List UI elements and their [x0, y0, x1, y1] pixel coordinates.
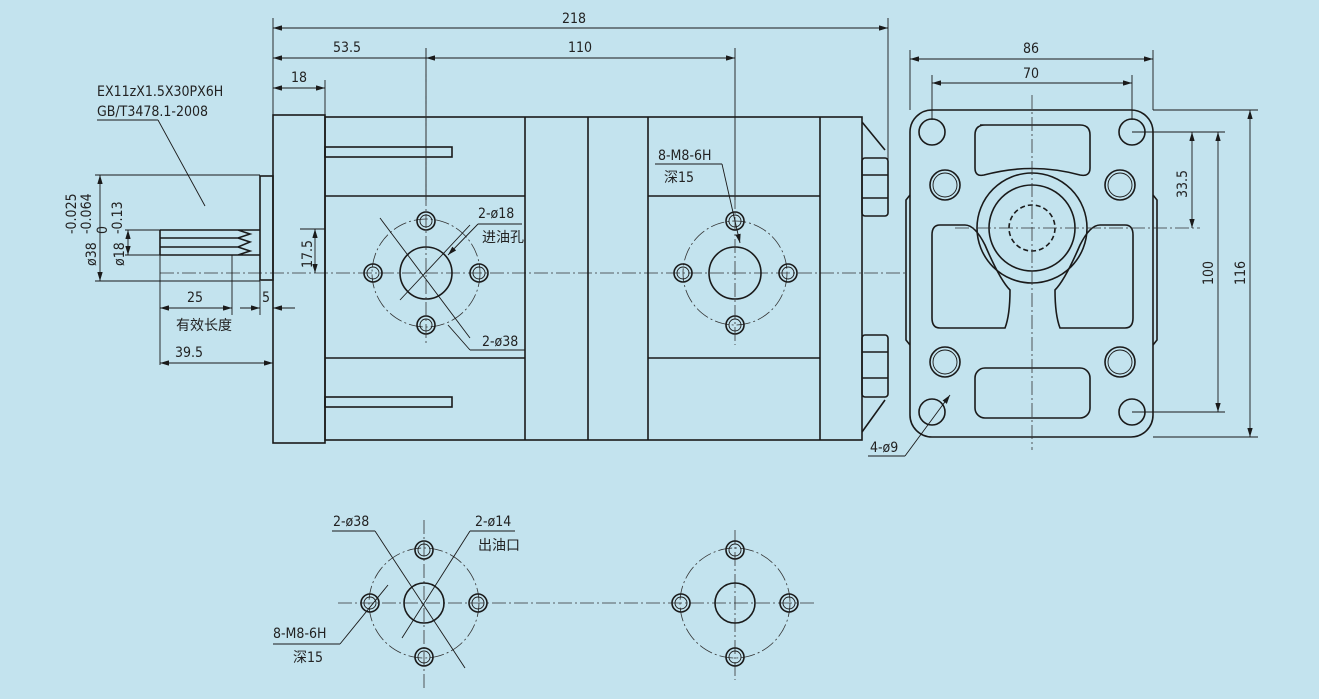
dim-39-5: 39.5	[175, 345, 203, 361]
bottom-thread-depth-label: 深15	[293, 650, 323, 666]
thread-depth-label: 深15	[664, 170, 694, 186]
shaft-annotations: EX11zX1.5X30PX6H GB/T3478.1-2008 ø38 -0.…	[64, 84, 741, 443]
nut-top	[861, 157, 889, 217]
port-2	[673, 195, 798, 345]
spline-spec-1: EX11zX1.5X30PX6H	[97, 84, 223, 100]
shaft-tol-upper: 0	[95, 226, 111, 234]
pilot-tol-upper: -0.025	[64, 193, 80, 234]
outlet-hole-label: 2-ø14	[475, 514, 511, 530]
dim-17-5: 17.5	[300, 240, 316, 268]
shaft-tol-lower: -0.13	[110, 201, 126, 234]
pilot-tol-lower: -0.064	[79, 193, 95, 234]
dim-53-5: 53.5	[333, 40, 361, 56]
dim-218: 218	[562, 11, 586, 27]
outlet-label: 出油口	[478, 538, 520, 554]
dim-100: 100	[1201, 261, 1217, 285]
top-dimensions: 218 53.5 110 18	[272, 11, 889, 200]
dim-86: 86	[1023, 41, 1039, 57]
thread-spec-label: 8-M8-6H	[658, 148, 711, 164]
spline-spec-2: GB/T3478.1-2008	[97, 104, 208, 120]
dim-116: 116	[1233, 261, 1249, 285]
outlet-bolt-circle-label: 2-ø38	[333, 514, 369, 530]
inlet-label: 进油孔	[482, 230, 524, 246]
dim-5: 5	[262, 290, 270, 306]
dim-18: 18	[291, 70, 307, 86]
inlet-bolt-circle-label: 2-ø38	[482, 334, 518, 350]
dim-33-5: 33.5	[1175, 170, 1191, 198]
end-view-dimensions: 86 70 33.5 100 116 4-ø9	[868, 41, 1258, 457]
bottom-thread-spec-label: 8-M8-6H	[273, 626, 326, 642]
nut-bottom	[861, 334, 889, 398]
effective-length-label: 有效长度	[176, 318, 232, 334]
outlet-port-view: 2-ø38 2-ø14 出油口 8-M8-6H 深15	[273, 514, 815, 690]
pump-side-view	[159, 60, 905, 444]
pump-end-view	[905, 95, 1200, 450]
dim-25: 25	[187, 290, 203, 306]
mount-holes-label: 4-ø9	[870, 440, 898, 456]
dim-110: 110	[568, 40, 592, 56]
shaft-diameter: ø18	[112, 242, 128, 266]
dim-70: 70	[1023, 66, 1039, 82]
inlet-hole-label: 2-ø18	[478, 206, 514, 222]
pilot-diameter: ø38	[84, 242, 100, 266]
